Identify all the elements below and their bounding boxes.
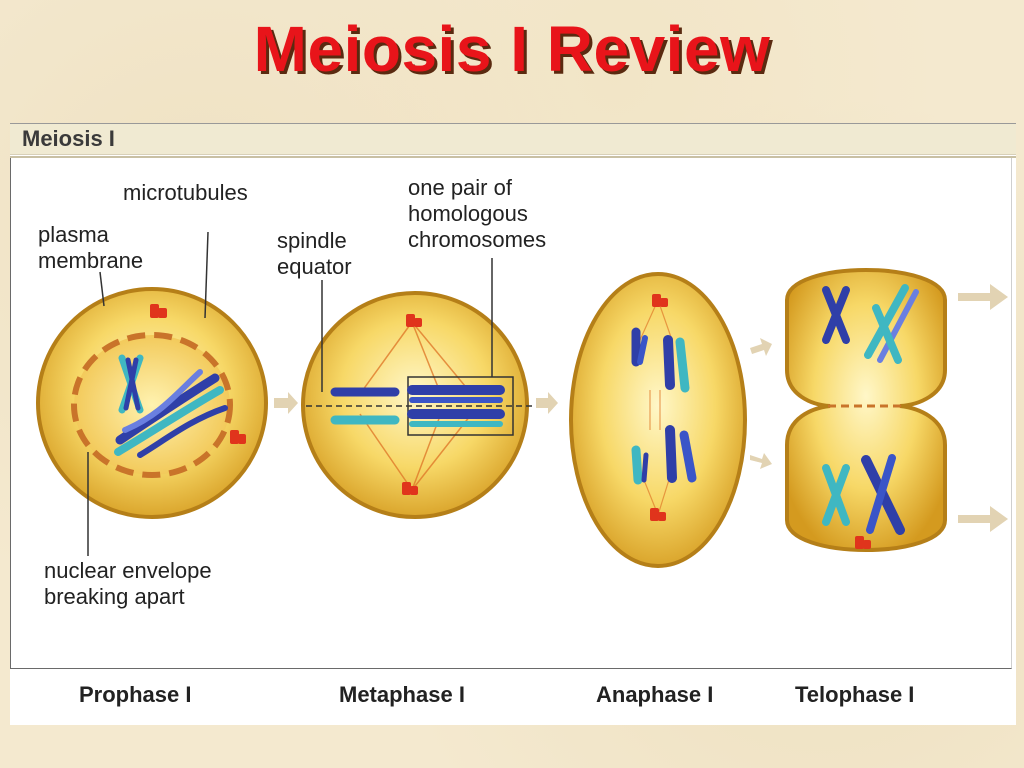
prophase-leader-lines xyxy=(87,231,209,556)
header-rule xyxy=(10,156,1016,158)
anaphase-chromosomes xyxy=(631,327,697,485)
telophase-chromosomes xyxy=(822,284,919,535)
phase-label-telophase: Telophase I xyxy=(795,682,915,707)
prophase-cell xyxy=(36,231,268,556)
telophase-cell xyxy=(785,268,947,552)
anaphase-centrosomes xyxy=(650,294,668,521)
arrow-anaphase-to-telophase-top xyxy=(750,338,772,356)
metaphase-cell xyxy=(301,258,532,519)
phase-label-metaphase: Metaphase I xyxy=(339,682,465,707)
label-microtubules: microtubules xyxy=(123,180,248,205)
figure-frame xyxy=(10,158,1012,669)
metaphase-chromosomes xyxy=(330,385,505,427)
slide-title: Meiosis I Review xyxy=(253,13,771,85)
metaphase-centrosomes xyxy=(402,314,422,495)
arrow-anaphase-to-telophase-bottom xyxy=(750,453,772,469)
prophase-centrosomes xyxy=(150,304,246,444)
label-spindle-equator: spindle equator xyxy=(277,228,352,279)
phase-label-prophase: Prophase I xyxy=(79,682,192,707)
telophase-centrosomes xyxy=(855,536,871,549)
arrow-next-top xyxy=(958,284,1008,310)
prophase-chromosomes xyxy=(114,354,228,458)
arrow-next-bottom xyxy=(958,506,1008,532)
phase-label-anaphase: Anaphase I xyxy=(596,682,714,707)
anaphase-cell xyxy=(569,272,747,568)
homologous-pair-box xyxy=(407,376,514,436)
figure-header-band: Meiosis I xyxy=(10,124,1016,155)
label-homologous-pair: one pair of homologous chromosomes xyxy=(408,175,547,252)
label-nuclear-envelope: nuclear envelope breaking apart xyxy=(44,558,212,609)
label-plasma-membrane: plasma membrane xyxy=(38,222,144,273)
arrow-metaphase-to-anaphase xyxy=(536,392,558,414)
figure-header-label: Meiosis I xyxy=(22,126,115,151)
arrow-prophase-to-metaphase xyxy=(274,392,298,414)
